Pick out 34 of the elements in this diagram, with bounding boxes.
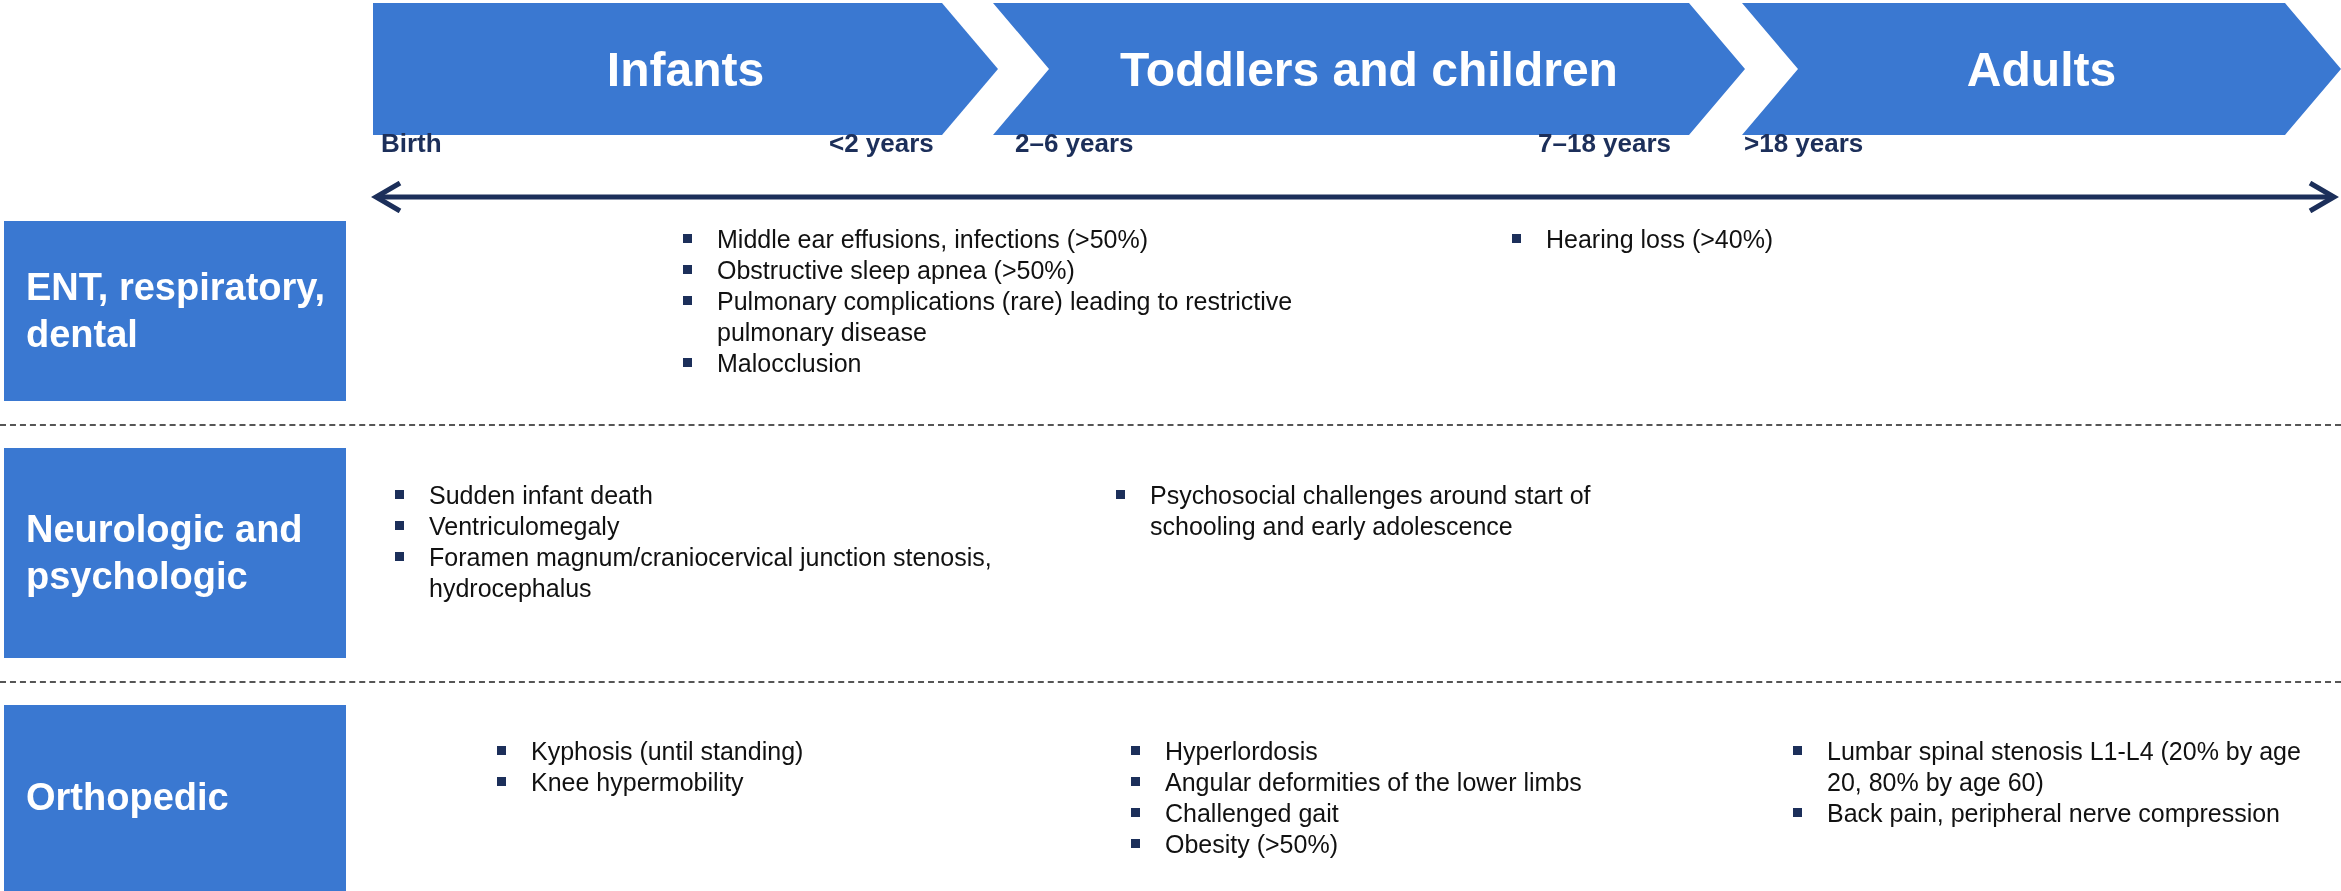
age-label: 7–18 years: [1538, 128, 1672, 159]
bullet-item: Hyperlordosis: [1127, 736, 1687, 767]
category-label: ENT, respiratory, dental: [25, 264, 327, 357]
chevron-banner: [1742, 3, 2341, 135]
bullet-item: Malocclusion: [679, 348, 1319, 379]
bullet-item: Hearing loss (>40%): [1508, 224, 2008, 255]
age-label: Birth: [381, 128, 442, 159]
bullet-item: Knee hypermobility: [493, 767, 993, 798]
stage-label: Infants: [606, 41, 765, 97]
category-header: [4, 448, 346, 658]
bullet-item: Middle ear effusions, infections (>50%): [679, 224, 1319, 255]
bullet-item: Kyphosis (until standing): [493, 736, 993, 767]
bullet-item: Foramen magnum/craniocervical junction stenosis, hydrocephalus: [391, 542, 1031, 604]
bullet-item: Angular deformities of the lower limbs: [1127, 767, 1687, 798]
bullet-item: Pulmonary complications (rare) leading to restrictive pulmonary disease: [679, 286, 1319, 348]
category-label: Orthopedic: [25, 775, 229, 821]
chevron-banner: [993, 3, 1745, 135]
category-header: [4, 705, 346, 891]
category-header: [4, 221, 346, 401]
bullet-item: Psychosocial challenges around start of schooling and early adolescence: [1112, 480, 1672, 542]
bullet-item: Back pain, peripheral nerve compression: [1789, 798, 2329, 829]
bullet-item: Challenged gait: [1127, 798, 1687, 829]
bullet-item: Obesity (>50%): [1127, 829, 1687, 860]
chevron-banner: [373, 3, 998, 135]
bullet-item: Lumbar spinal stenosis L1-L4 (20% by age 20, 80% by age 60): [1789, 736, 2329, 798]
bullet-item: Ventriculomegaly: [391, 511, 1031, 542]
bullet-item: Sudden infant death: [391, 480, 1031, 511]
age-label: >18 years: [1744, 128, 1864, 159]
bullet-item: Obstructive sleep apnea (>50%): [679, 255, 1319, 286]
stage-label: Adults: [1966, 41, 2117, 97]
age-label: <2 years: [829, 128, 934, 159]
age-label: 2–6 years: [1015, 128, 1134, 159]
stage-label: Toddlers and children: [1120, 41, 1618, 97]
category-label: Neurologic and psychologic: [25, 506, 304, 599]
